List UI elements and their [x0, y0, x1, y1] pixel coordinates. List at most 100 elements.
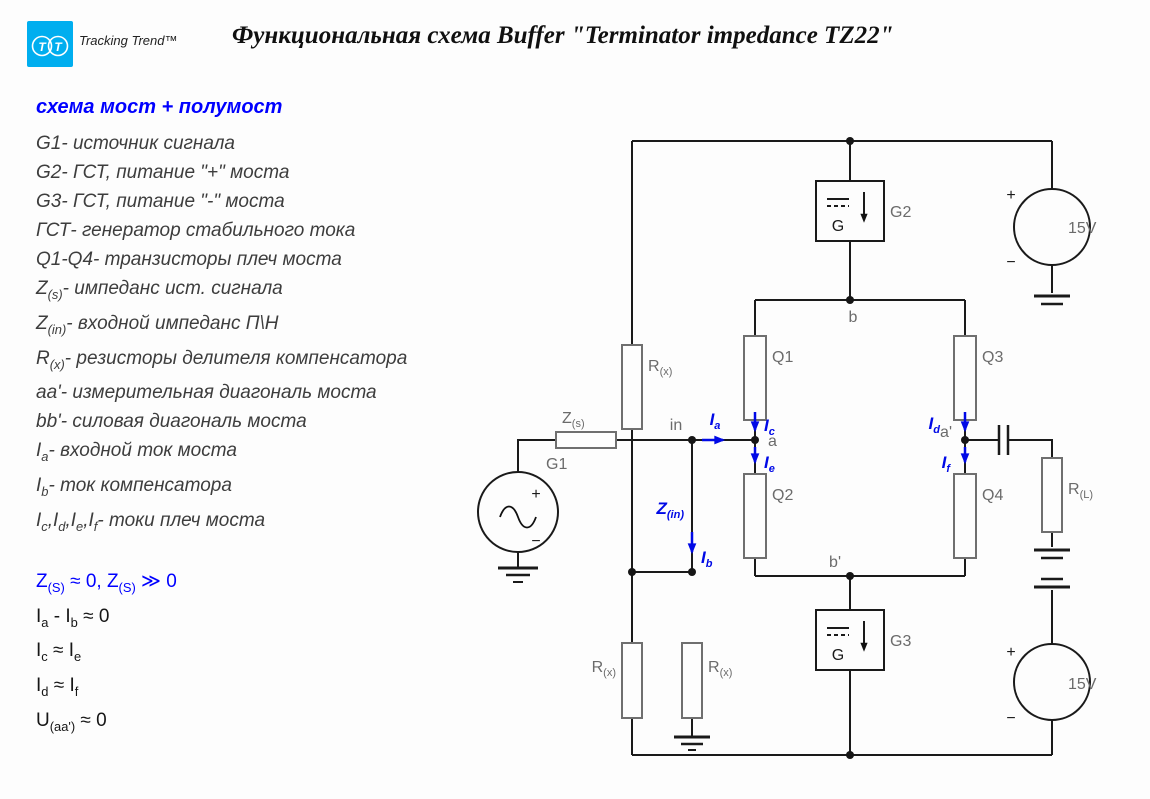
ground-symbol-g1	[498, 566, 538, 583]
junction-dot-b	[846, 296, 854, 304]
legend-item: Ia- входной ток моста	[36, 440, 237, 465]
brand-logo: T T	[27, 21, 73, 67]
minus-sign: −	[1006, 254, 1015, 271]
node-b-label: b	[849, 309, 858, 326]
g2-label: G2	[890, 204, 911, 221]
ground-symbol-top-supply	[1034, 294, 1070, 306]
zin-label: Z(in)	[656, 499, 685, 521]
logo-circle	[47, 35, 69, 57]
rx-bottom-right-box	[681, 642, 703, 719]
compensator-resistors: R(x) R(x) R(x)	[592, 344, 732, 719]
coupling-capacitor	[997, 425, 1010, 455]
condition-item: U(aa') ≈ 0	[36, 709, 107, 734]
q4-label: Q4	[982, 487, 1003, 504]
logo-letter: T	[54, 40, 63, 54]
g3-box	[815, 609, 885, 671]
q3-box	[953, 335, 977, 421]
legend-item: ГСТ- генератор стабильного тока	[36, 220, 356, 241]
logo-letter: T	[38, 40, 47, 54]
logo-circle	[31, 35, 53, 57]
junction-dot-a-prime	[961, 436, 969, 444]
q3-label: Q3	[982, 349, 1003, 366]
node-labels: b b' a a' in	[670, 309, 952, 571]
junction-dot	[628, 568, 636, 576]
legend-item: Z(s)- импеданс ист. сигнала	[36, 278, 283, 302]
junction-dot-in	[688, 436, 696, 444]
legend-item: R(x)- резисторы делителя компенсатора	[36, 347, 408, 372]
junction-dot	[846, 751, 854, 759]
legend-item: Ic,Id,Ie,If- токи плеч моста	[36, 509, 266, 534]
sine-symbol	[499, 505, 537, 529]
zs-box	[555, 431, 617, 449]
ground-symbol-rx	[674, 735, 710, 751]
ib-label: Ib	[701, 548, 713, 570]
node-a-label: a	[768, 433, 777, 450]
rx-top-box	[621, 344, 643, 430]
ie-label: Ie	[764, 453, 775, 475]
current-source-g3: G G3	[815, 609, 911, 671]
node-in-label: in	[670, 417, 682, 434]
legend-item: Z(in)- входной импеданс П\Н	[36, 312, 279, 337]
g2-box	[815, 180, 885, 242]
q2-label: Q2	[772, 487, 793, 504]
legend-item: G1- источник сигнала	[36, 133, 235, 154]
condition-item: Ia - Ib ≈ 0	[36, 605, 110, 630]
ia-label: Ia	[710, 410, 721, 432]
g1-label: G1	[546, 456, 567, 473]
load-wire	[965, 439, 1053, 547]
g1-circle	[477, 471, 559, 553]
signal-source-g1: + − G1 Z(s)	[477, 410, 617, 553]
legend-item: G2- ГСТ, питание "+" моста	[36, 162, 290, 183]
legend-item: G3- ГСТ, питание "-" моста	[36, 191, 285, 212]
supply-circle	[1013, 188, 1091, 266]
circuit-wires	[517, 140, 1053, 756]
bridge-transistors: Q1 Q2 Q3 Q4	[743, 335, 1003, 559]
legend-item: Q1-Q4- транзисторы плеч моста	[36, 249, 342, 270]
g3-label: G3	[890, 633, 911, 650]
junction-dot-b-prime	[846, 572, 854, 580]
rl-label: R(L)	[1068, 481, 1093, 501]
rl-box	[1041, 457, 1063, 533]
junction-dot	[846, 137, 854, 145]
g2-g-letter: G	[832, 218, 844, 235]
plus-sign: +	[1006, 187, 1015, 204]
ground-symbol-bottom-supply	[1034, 577, 1070, 589]
g1-minus-sign: −	[531, 533, 540, 550]
g1-plus-sign: +	[531, 486, 540, 503]
junction-dot	[688, 568, 696, 576]
junction-dots	[628, 137, 969, 759]
legend-panel: схема мост + полумост G1- источник сигна…	[36, 96, 466, 741]
page-title: Функциональная схема Buffer "Terminator …	[232, 22, 894, 49]
current-arrows: Ia Ic Ie Id If Ib Z(in)	[656, 410, 970, 570]
rx-bottom-left-box	[621, 642, 643, 719]
q1-label: Q1	[772, 349, 793, 366]
legend-item: bb'- силовая диагональ моста	[36, 411, 307, 433]
rx-top-label: R(x)	[648, 358, 672, 378]
legend-item: Ib- ток компенсатора	[36, 475, 232, 499]
id-label: Id	[929, 414, 941, 436]
legend-item: aa'- измерительная диагональ моста	[36, 382, 377, 404]
condition-item: Id ≈ If	[36, 675, 79, 699]
plus-sign: +	[1006, 644, 1015, 661]
supply-bottom-15v: + − 15V	[1006, 643, 1097, 727]
rx-bottom-left-label: R(x)	[592, 659, 616, 679]
brand-text: Tracking Trend™	[79, 33, 178, 48]
conditions-heading: Z(S) ≈ 0, Z(S) ≫ 0	[36, 570, 177, 595]
node-b-prime-label: b'	[829, 554, 841, 571]
supply-top-15v: + − 15V	[1006, 187, 1096, 271]
node-a-prime-label: a'	[940, 424, 952, 441]
condition-item: Ic ≈ Ie	[36, 640, 82, 665]
ground-symbol-load	[1034, 548, 1070, 560]
ic-label: Ic	[764, 416, 775, 438]
signal-input-wire	[517, 439, 755, 472]
q4-box	[953, 473, 977, 559]
supply-circle	[1013, 643, 1091, 721]
supply-voltage-label: 15V	[1068, 220, 1097, 237]
g3-g-letter: G	[832, 647, 844, 664]
minus-sign: −	[1006, 710, 1015, 727]
if-label: If	[942, 453, 952, 475]
legend-heading: схема мост + полумост	[36, 96, 283, 118]
supply-voltage-label: 15V	[1068, 676, 1097, 693]
rx-bottom-right-label: R(x)	[708, 659, 732, 679]
